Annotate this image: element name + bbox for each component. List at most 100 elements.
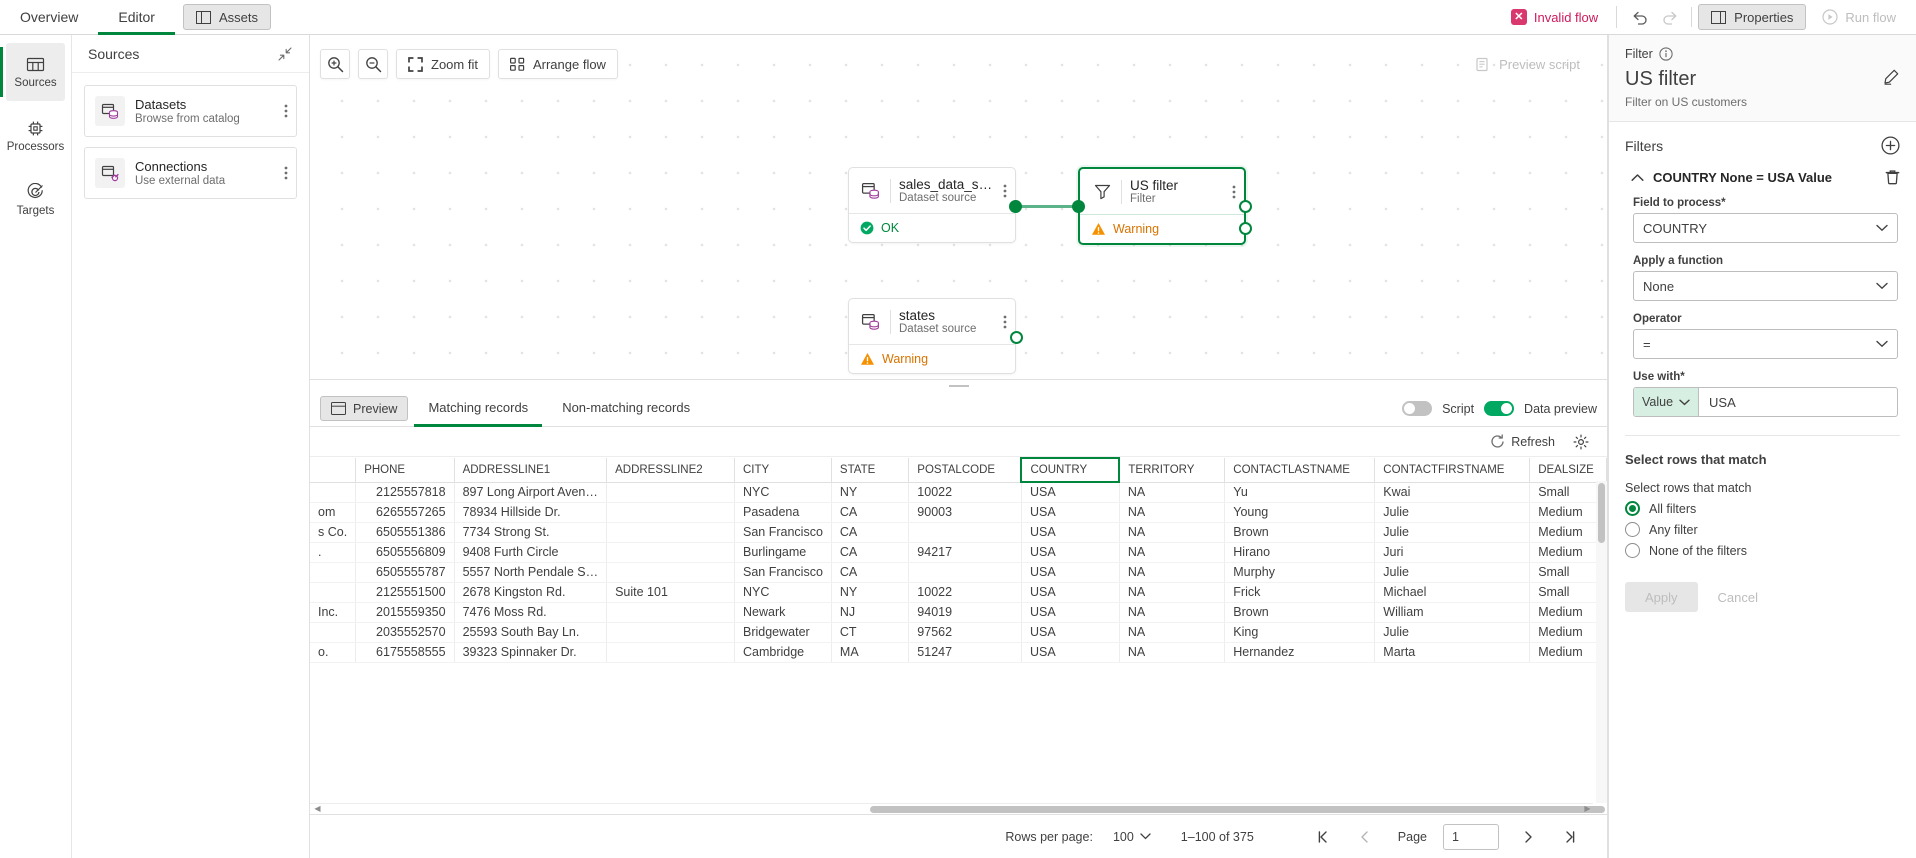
delete-filter-button[interactable] <box>1885 169 1900 185</box>
table-col-contactlastname[interactable]: CONTACTLASTNAME <box>1224 458 1376 483</box>
flow-node-sales-output-port[interactable] <box>1009 200 1022 213</box>
flow-node-states-output-port[interactable] <box>1010 331 1023 344</box>
run-flow-button[interactable]: Run flow <box>1810 4 1908 30</box>
first-page-button[interactable] <box>1310 824 1336 850</box>
data-preview-toggle[interactable] <box>1484 401 1515 416</box>
zoom-fit-button[interactable]: Zoom fit <box>396 49 490 79</box>
tab-non-matching-records[interactable]: Non-matching records <box>548 391 704 427</box>
last-page-button[interactable] <box>1557 824 1583 850</box>
tab-editor[interactable]: Editor <box>98 1 175 35</box>
script-toggle[interactable] <box>1402 401 1433 416</box>
table-col-phone[interactable]: PHONE <box>355 458 455 483</box>
flow-node-filter-output-port-matching[interactable] <box>1239 200 1252 213</box>
source-card-connections-menu-icon[interactable] <box>284 165 288 181</box>
table-col-contactfirstname[interactable]: CONTACTFIRSTNAME <box>1374 458 1531 483</box>
table-vertical-scrollbar[interactable] <box>1596 481 1607 803</box>
scroll-left-arrow-icon[interactable]: ◀ <box>314 804 321 813</box>
collapse-icon[interactable] <box>277 46 293 62</box>
rail-item-processors[interactable]: Processors <box>6 107 65 165</box>
assets-button[interactable]: Assets <box>182 4 271 30</box>
preview-script-button[interactable]: Preview script <box>1465 49 1591 79</box>
next-page-button[interactable] <box>1515 824 1541 850</box>
data-preview-table[interactable]: PHONE ADDRESSLINE1 ADDRESSLINE2 CITY STA… <box>310 457 1607 814</box>
radio-any-filter[interactable]: Any filter <box>1625 522 1900 537</box>
panel-splitter[interactable] <box>310 379 1607 391</box>
pencil-icon[interactable] <box>1882 68 1900 86</box>
radio-all-filters[interactable]: All filters <box>1625 501 1900 516</box>
table-col-state[interactable]: STATE <box>830 458 910 483</box>
table-horizontal-scrollbar[interactable] <box>310 803 1605 814</box>
filter-card-header[interactable]: COUNTRY None = USA Value <box>1625 169 1900 185</box>
flow-node-sales-menu-icon[interactable] <box>1003 183 1007 199</box>
cancel-button[interactable]: Cancel <box>1708 590 1768 605</box>
page-input-value: 1 <box>1452 829 1459 844</box>
use-with-mode-select[interactable]: Value <box>1634 388 1700 416</box>
status-warning-icon <box>860 352 875 366</box>
info-icon[interactable] <box>1659 47 1673 61</box>
apply-function-select[interactable]: None <box>1633 271 1898 301</box>
script-icon <box>1476 57 1488 71</box>
tab-matching-records[interactable]: Matching records <box>414 391 543 427</box>
table-cell-contactlastname: Frick <box>1224 582 1376 603</box>
scroll-right-arrow-icon[interactable]: ▶ <box>1584 804 1591 813</box>
page-input[interactable]: 1 <box>1443 823 1499 850</box>
rail-item-sources[interactable]: Sources <box>0 43 65 101</box>
flow-node-states-menu-icon[interactable] <box>1003 314 1007 330</box>
table-cell-territory: NA <box>1119 522 1226 543</box>
rows-per-page-select[interactable]: 100 <box>1109 828 1155 846</box>
chevron-up-icon[interactable] <box>1631 173 1644 182</box>
table-col-addressline1[interactable]: ADDRESSLINE1 <box>453 458 608 483</box>
table-cell-postalcode <box>908 522 1022 543</box>
rail-item-targets[interactable]: Targets <box>6 171 65 229</box>
table-col-country[interactable]: COUNTRY <box>1020 457 1121 483</box>
table-col-city[interactable]: CITY <box>734 458 832 483</box>
operator-select[interactable]: = <box>1633 329 1898 359</box>
preview-toggle-button[interactable]: Preview <box>320 396 409 421</box>
flow-canvas[interactable]: Zoom fit Arrange flow Preview script <box>310 35 1607 379</box>
table-col-postalcode[interactable]: POSTALCODE <box>908 458 1022 483</box>
source-card-datasets-menu-icon[interactable] <box>284 103 288 119</box>
use-with-value-input[interactable]: USA <box>1699 388 1897 416</box>
table-vertical-scroll-thumb[interactable] <box>1598 483 1605 543</box>
table-col-dealsize[interactable]: DEALSIZE <box>1529 458 1607 483</box>
flow-node-filter-output-port-nonmatching[interactable] <box>1239 222 1252 235</box>
source-card-datasets[interactable]: Datasets Browse from catalog <box>84 85 297 137</box>
table-cell-dealsize: Medium <box>1529 542 1607 563</box>
field-to-process-select[interactable]: COUNTRY <box>1633 213 1898 243</box>
gear-icon[interactable] <box>1573 434 1589 450</box>
refresh-button[interactable]: Refresh <box>1490 434 1555 449</box>
table-col-territory[interactable]: TERRITORY <box>1118 458 1226 483</box>
arrange-flow-button[interactable]: Arrange flow <box>497 49 618 79</box>
undo-button[interactable] <box>1625 4 1655 30</box>
flow-node-sales-data-sample[interactable]: sales_data_sample Dataset source OK <box>848 167 1022 243</box>
add-filter-button[interactable] <box>1881 136 1900 155</box>
table-col-0[interactable] <box>310 458 357 483</box>
table-horizontal-scroll-thumb[interactable] <box>870 806 1605 813</box>
flow-node-filter-input-port[interactable] <box>1072 200 1085 213</box>
zoom-out-button[interactable] <box>358 49 388 79</box>
flow-node-filter-menu-icon[interactable] <box>1232 184 1236 200</box>
apply-button[interactable]: Apply <box>1625 582 1698 612</box>
table-cell-dealsize: Small <box>1529 562 1607 583</box>
radio-none-of-filters[interactable]: None of the filters <box>1625 543 1900 558</box>
zoom-in-button[interactable] <box>320 49 350 79</box>
properties-button[interactable]: Properties <box>1698 4 1807 30</box>
table-col-addressline2[interactable]: ADDRESSLINE2 <box>606 458 735 483</box>
tab-overview[interactable]: Overview <box>0 1 98 35</box>
flow-node-us-filter[interactable]: US filter Filter Warning <box>1072 167 1252 245</box>
sources-list: Datasets Browse from catalog Connections… <box>72 73 309 211</box>
prev-page-button[interactable] <box>1352 824 1378 850</box>
source-card-connections[interactable]: Connections Use external data <box>84 147 297 199</box>
redo-button[interactable] <box>1655 4 1685 30</box>
flow-node-states[interactable]: states Dataset source Warning <box>848 298 1023 374</box>
table-cell-territory: NA <box>1119 622 1226 643</box>
